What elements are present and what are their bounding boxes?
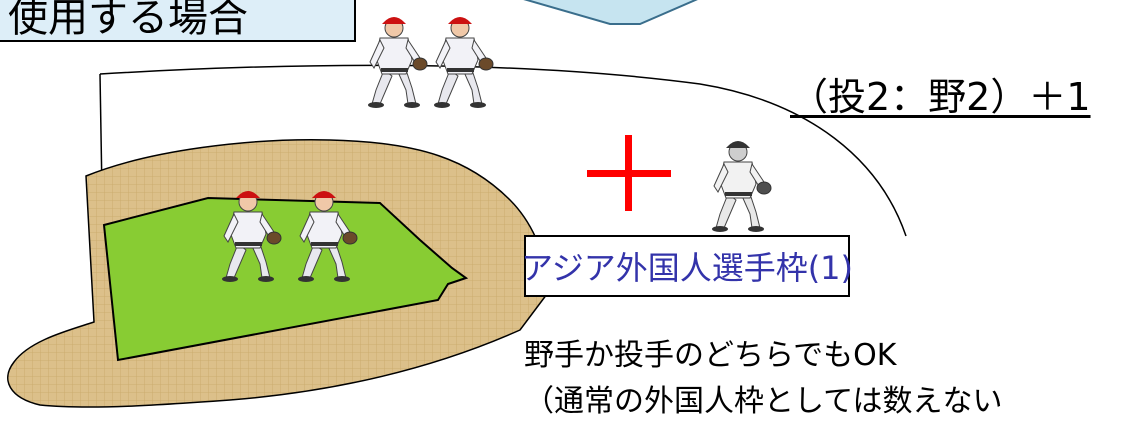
plus-icon — [587, 135, 671, 211]
note-line-2: （通常の外国人枠としては数えない — [524, 384, 1003, 419]
player-figure — [221, 191, 282, 283]
outfield-wall — [99, 64, 907, 237]
infield-grass — [102, 196, 469, 362]
player-figure — [433, 17, 494, 109]
asia-slot-box: アジア外国人選手枠(1) — [520, 235, 854, 297]
title-text: 使用する場合 — [8, 0, 248, 41]
note-line-1: 野手か投手のどちらでもOK — [524, 338, 897, 373]
player-figure — [711, 141, 772, 233]
arrow-shape — [523, 0, 698, 25]
player-figure — [367, 17, 428, 109]
player-figure — [297, 191, 358, 283]
asia-slot-label: アジア外国人選手枠(1) — [520, 249, 854, 287]
formula-text: （投2：野2）＋1 — [790, 75, 1091, 119]
title-box: 使用する場合 — [0, 0, 356, 42]
